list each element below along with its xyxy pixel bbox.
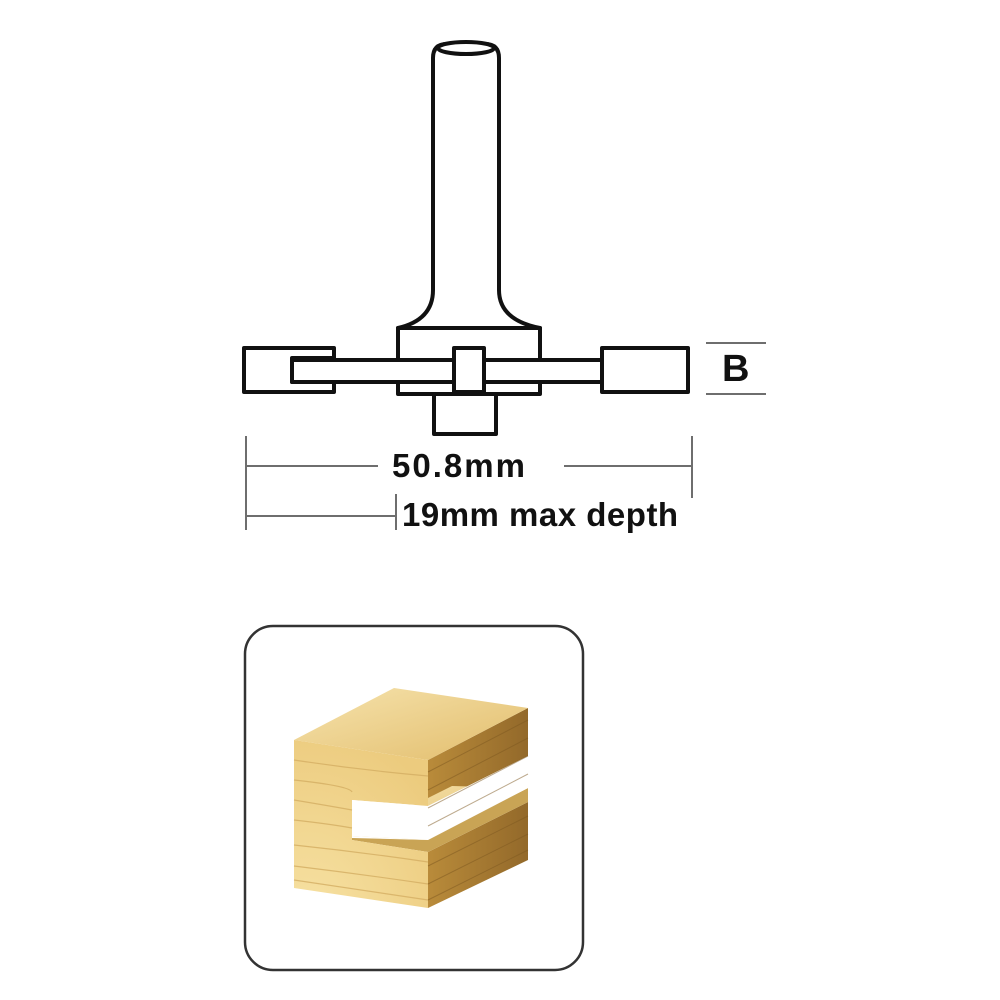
shank-end	[436, 40, 496, 56]
wood-slot-floor	[352, 788, 528, 852]
wood-side-grain	[427, 719, 529, 901]
slotted-wood-block-icon	[293, 688, 529, 908]
slot-cutter-router-bit-icon	[242, 40, 690, 436]
wood-end-grain	[294, 740, 428, 908]
wood-slot-back	[428, 756, 528, 838]
bit-nut	[432, 392, 498, 436]
dimension-lines	[245, 342, 766, 530]
right-cutter	[600, 346, 690, 394]
diameter-label: 50.8mm	[392, 447, 527, 484]
cut-height-label: B	[722, 348, 750, 390]
bit-shank	[396, 42, 542, 344]
wood-slot	[352, 756, 528, 840]
wood-grain-rings	[293, 759, 429, 901]
max-depth-label: 19mm max depth	[402, 496, 679, 533]
wood-top	[294, 688, 528, 760]
cutter-arbor	[290, 358, 604, 384]
bit-bearing	[452, 346, 486, 394]
